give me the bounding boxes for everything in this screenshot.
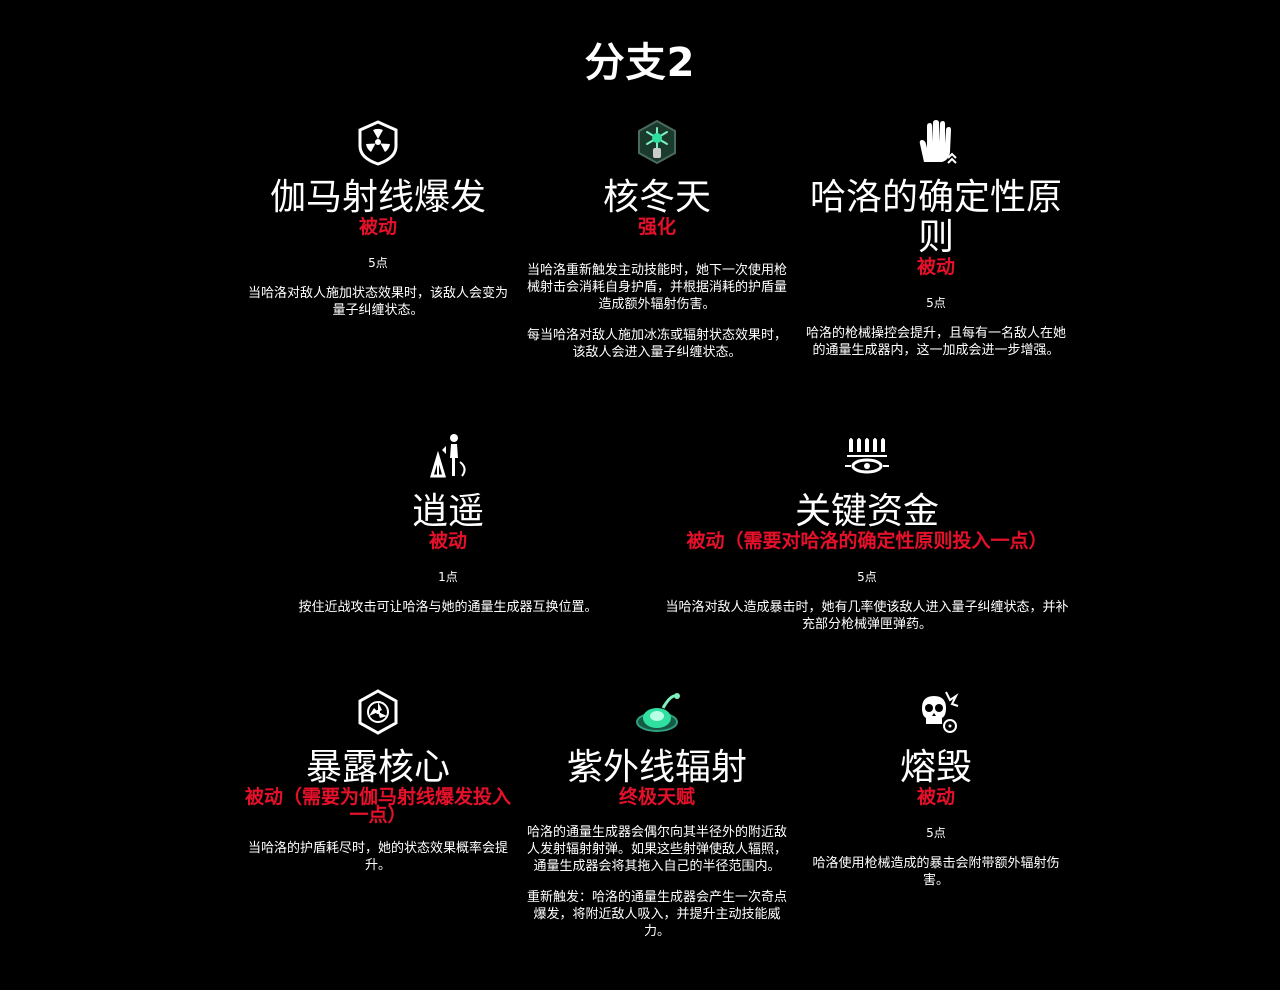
- ammo-icon: [845, 438, 889, 474]
- skill-points: 5点: [368, 256, 388, 270]
- skill-name: 暴露核心: [305, 747, 450, 788]
- skill-desc-secondary: 重新触发：哈洛的通量生成器会产生一次奇点爆发，将附近敌人吸入，并提升主动技能威力…: [526, 890, 787, 939]
- skill-desc: 哈洛的通量生成器会偶尔向其半径外的附近敌人发射辐射射弹。如果这些射弹使敌人辐照，…: [526, 825, 787, 874]
- skill-type: 被动: [916, 786, 955, 808]
- skill-desc: 当哈洛的护盾耗尽时，她的状态效果概率会提升。: [247, 841, 508, 873]
- skill-name: 关键资金: [794, 491, 939, 532]
- skill-name: 逍遥: [411, 491, 484, 532]
- skill-desc: 当哈洛重新触发主动技能时，她下一次使用枪械射击会消耗自身护盾，并根据消耗的护盾量…: [526, 263, 787, 312]
- skill-harlowe-certainty-principle[interactable]: 哈洛的确定性原则 被动 5点 哈洛的枪械操控会提升，且每有一名敌人在她的通量生成…: [800, 118, 1072, 359]
- skill-name: 熔毁: [899, 747, 972, 788]
- skill-name: 哈洛的确定性原则: [809, 177, 1062, 258]
- skill-type: 强化: [637, 216, 676, 238]
- skill-points: 5点: [926, 826, 946, 840]
- skill-type: 被动（需要对哈洛的确定性原则投入一点）: [686, 530, 1048, 552]
- skill-desc: 按住近战攻击可让哈洛与她的通量生成器互换位置。: [298, 600, 598, 615]
- skill-desc: 哈洛的枪械操控会提升，且每有一名敌人在她的通量生成器内，这一加成会进一步增强。: [805, 326, 1066, 358]
- skill-desc: 当哈洛对敌人施加状态效果时，该敌人会变为量子纠缠状态。: [247, 286, 508, 318]
- core-shield-icon: [358, 689, 398, 735]
- skill-gamma-ray-burst[interactable]: 伽马射线爆发 被动 5点 当哈洛对敌人施加状态效果时，该敌人会变为量子纠缠状态。: [243, 118, 513, 319]
- skill-points: 1点: [438, 570, 458, 584]
- skill-points: 5点: [857, 570, 877, 584]
- skill-type: 被动: [428, 530, 467, 552]
- skill-ultraviolet-radiation[interactable]: 紫外线辐射 终极天赋 哈洛的通量生成器会偶尔向其半径外的附近敌人发射辐射射弹。如…: [522, 688, 792, 940]
- skill-name: 核冬天: [602, 177, 711, 218]
- skill-meltdown[interactable]: 熔毁 被动 5点 哈洛使用枪械造成的暴击会附带额外辐射伤害。: [800, 688, 1072, 889]
- skill-nuclear-winter[interactable]: 核冬天 强化 当哈洛重新触发主动技能时，她下一次使用枪械射击会消耗自身护盾，并根…: [522, 118, 792, 361]
- skill-xiaoyao[interactable]: 逍遥 被动 1点 按住近战攻击可让哈洛与她的通量生成器互换位置。: [283, 432, 613, 616]
- skull-icon: [922, 691, 959, 733]
- skill-desc: 当哈洛对敌人造成暴击时，她有几率使该敌人进入量子纠缠状态，并补充部分枪械弹匣弹药…: [665, 600, 1069, 632]
- skill-type: 被动: [358, 216, 397, 238]
- skill-name: 紫外线辐射: [566, 747, 747, 788]
- skill-key-funding[interactable]: 关键资金 被动（需要对哈洛的确定性原则投入一点） 5点 当哈洛对敌人造成暴击时，…: [662, 432, 1072, 633]
- skill-type: 被动: [916, 256, 955, 278]
- swap-figure-icon: [429, 434, 466, 478]
- ultraviolet-icon: [636, 693, 680, 732]
- skill-points: 5点: [926, 296, 946, 310]
- skill-name: 伽马射线爆发: [269, 177, 486, 218]
- skill-desc-secondary: 每当哈洛对敌人施加冰冻或辐射状态效果时，该敌人会进入量子纠缠状态。: [526, 328, 787, 360]
- skill-type: 终极天赋: [618, 786, 695, 808]
- skill-type: 被动（需要为伽马射线爆发投入一点）: [244, 786, 511, 826]
- hand-icon: [919, 120, 957, 164]
- skill-desc: 哈洛使用枪械造成的暴击会附带额外辐射伤害。: [812, 856, 1060, 888]
- skill-exposed-core[interactable]: 暴露核心 被动（需要为伽马射线爆发投入一点） 当哈洛的护盾耗尽时，她的状态效果概…: [243, 688, 513, 874]
- radiation-shield-icon: [358, 120, 398, 166]
- page-title: 分支2: [584, 40, 696, 86]
- nuclear-winter-icon: [638, 119, 676, 165]
